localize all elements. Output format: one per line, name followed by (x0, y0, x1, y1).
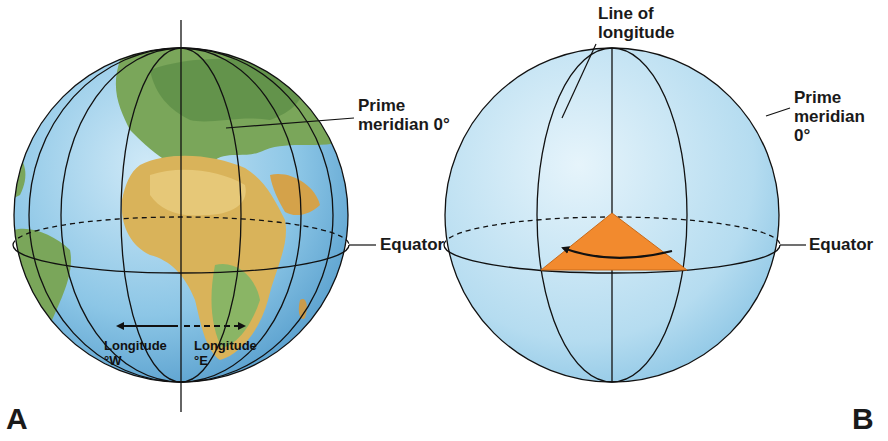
panel-letter: B (852, 404, 884, 434)
globe-b (444, 44, 806, 382)
meridian-label: Prime meridian 0° (358, 96, 468, 134)
equator-label: Equator (809, 235, 884, 254)
line-of-longitude-label: Line of longitude (598, 4, 698, 42)
longitude-west-label: Longitude °W (104, 338, 174, 368)
equator-label: Equator (380, 235, 460, 254)
longitude-east-label: Longitude °E (194, 338, 264, 368)
globe-a (13, 20, 376, 412)
meridian-label: Prime meridian 0° (794, 88, 882, 145)
panel-letter: A (6, 404, 46, 434)
